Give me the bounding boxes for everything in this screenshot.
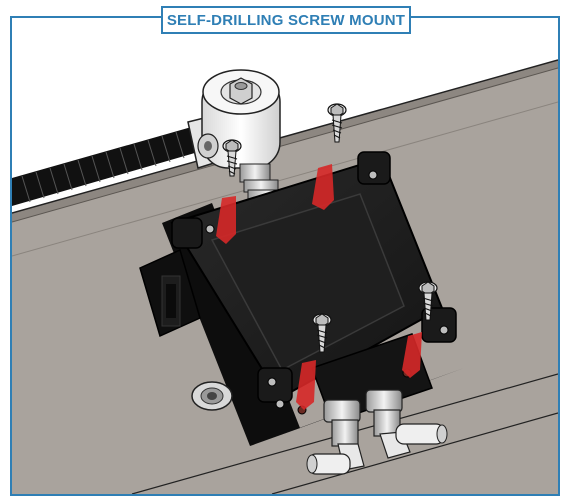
screw-1 bbox=[222, 139, 242, 177]
round-connector bbox=[191, 381, 233, 411]
screw-2 bbox=[327, 103, 347, 143]
arrow-bottom-right bbox=[402, 332, 422, 378]
arrow-top-right bbox=[312, 164, 334, 210]
direction-arrows bbox=[216, 164, 422, 410]
installation-illustration bbox=[12, 18, 558, 494]
arrow-bottom-left bbox=[296, 360, 316, 410]
illustration-frame bbox=[10, 16, 560, 496]
conduit-cable bbox=[12, 124, 212, 206]
screw-3 bbox=[312, 313, 332, 353]
diagram-title: SELF-DRILLING SCREW MOUNT bbox=[161, 6, 411, 34]
sensor-unit bbox=[187, 69, 281, 169]
screw-4 bbox=[418, 281, 438, 321]
push-fittings bbox=[306, 389, 448, 475]
enclosure-box bbox=[139, 151, 464, 446]
arrow-top-left bbox=[216, 196, 236, 244]
